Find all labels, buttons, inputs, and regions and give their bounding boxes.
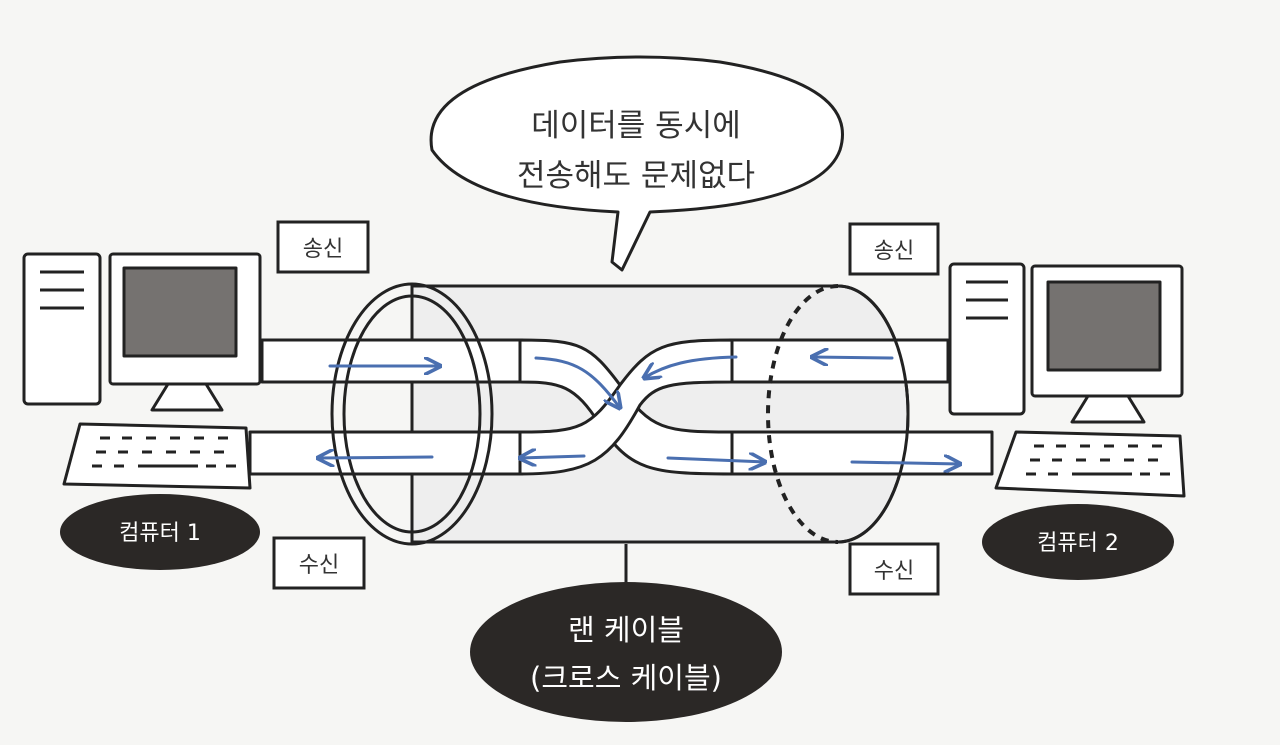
speech-bubble-line2: 전송해도 문제없다	[517, 158, 755, 194]
computer-1-label: 컴퓨터 1	[119, 521, 201, 546]
speech-bubble: 데이터를 동시에 전송해도 문제없다	[429, 55, 844, 272]
computer-2-badge: 컴퓨터 2	[982, 504, 1174, 580]
label-right-send: 송신	[848, 222, 940, 276]
wire-cross-b	[518, 338, 734, 476]
arrow-recv-right-2	[644, 355, 738, 378]
cable-right-back-arc	[766, 284, 839, 544]
label-left-send-text: 송신	[303, 237, 343, 262]
lan-cable	[410, 284, 910, 544]
label-left-receive: 수신	[272, 536, 366, 590]
computer-2-label: 컴퓨터 2	[1037, 531, 1119, 556]
computer-1-badge: 컴퓨터 1	[60, 494, 260, 570]
computer-1	[22, 252, 262, 490]
data-flow-arrows	[318, 357, 960, 464]
cable-left-end	[330, 282, 494, 546]
computer-2-screen	[1046, 280, 1162, 372]
computer-1-keys	[92, 436, 236, 468]
label-right-receive: 수신	[848, 542, 940, 596]
arrow-send-left-2	[534, 356, 620, 408]
label-left-send: 송신	[276, 220, 370, 274]
cable-title-line2: (크로스 케이블)	[530, 661, 722, 695]
wire-left-top	[260, 338, 524, 384]
cable-title-badge: 랜 케이블 (크로스 케이블)	[470, 582, 782, 722]
label-right-send-text: 송신	[874, 239, 914, 264]
label-right-receive-text: 수신	[874, 559, 914, 584]
arrow-recv-left-1	[520, 456, 586, 458]
computer-1-screen	[122, 266, 238, 358]
cable-right-front-arc	[837, 284, 910, 544]
computer-2-keyboard	[994, 430, 1186, 498]
arrow-recv-left-2	[318, 457, 434, 458]
computer-1-tower	[22, 252, 102, 406]
computer-1-keyboard	[62, 422, 252, 490]
label-left-receive-text: 수신	[299, 553, 339, 578]
arrow-cross-down	[666, 458, 765, 462]
arrow-send-right-end	[850, 462, 960, 464]
arrow-recv-right-1	[812, 357, 894, 358]
cable-title-line1: 랜 케이블	[568, 613, 684, 647]
computer-2-keys	[1026, 444, 1170, 476]
wire-left-bottom	[248, 430, 524, 476]
computer-2-tower	[948, 262, 1026, 416]
computer-2	[948, 262, 1186, 498]
speech-bubble-line1: 데이터를 동시에	[531, 108, 741, 144]
wire-right-top	[728, 338, 950, 384]
